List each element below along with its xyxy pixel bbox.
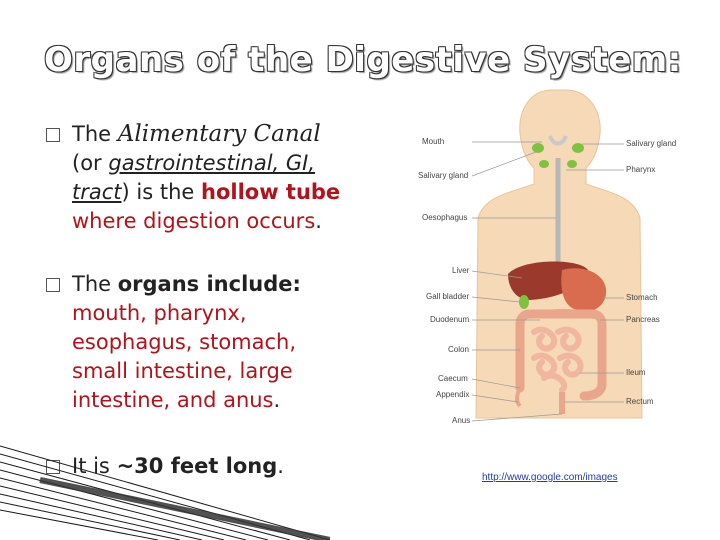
text-end: . (315, 209, 322, 233)
organ-line: esophagus, stomach, (72, 330, 297, 354)
text-prefix: The (72, 272, 118, 296)
label-mouth: Mouth (422, 137, 445, 146)
digestive-system-figure: Mouth Salivary gland Oesophagus Liver Ga… (412, 88, 712, 448)
bullet-line-last: intestine, and anus. (72, 386, 301, 415)
label-salivary-gland-right: Salivary gland (626, 139, 677, 148)
organ-line: intestine, and anus (72, 388, 274, 412)
organ-line: mouth, pharynx, (72, 301, 247, 325)
bullet-text: The organs include: mouth, pharynx, esop… (72, 270, 301, 415)
label-duodenum: Duodenum (430, 315, 470, 324)
bullet-line-1: The Alimentary Canal (72, 120, 340, 149)
label-pharynx: Pharynx (626, 165, 656, 174)
emphasis-length: ~30 feet long (116, 454, 278, 478)
decorative-lines (0, 445, 330, 540)
bullet-text: It is ~30 feet long. (72, 452, 284, 481)
label-caecum: Caecum (438, 374, 468, 383)
text-prefix: (or (72, 151, 109, 175)
bullet-line-1: The organs include: (72, 270, 301, 299)
organ-line: small intestine, large (72, 359, 293, 383)
label-gall-bladder: Gall bladder (426, 292, 470, 301)
label-stomach: Stomach (626, 293, 658, 302)
label-anus: Anus (452, 416, 471, 425)
term-gi: gastrointestinal, GI, (108, 151, 316, 175)
label-rectum: Rectum (626, 397, 654, 406)
bullet-square-icon (46, 128, 60, 142)
bullet-line-1: It is ~30 feet long. (72, 452, 284, 481)
label-salivary-gland-left: Salivary gland (418, 171, 469, 180)
text-end: . (273, 388, 281, 412)
emphasis-organs-include: organs include: (117, 272, 301, 296)
label-appendix: Appendix (436, 390, 470, 399)
label-ileum: Ileum (626, 368, 646, 377)
label-oesophagus: Oesophagus (422, 213, 468, 222)
text-prefix: It is (72, 454, 117, 478)
emphasis-digestion: where digestion occurs (72, 209, 316, 233)
text-prefix: The (72, 122, 118, 146)
slide-title: Organs of the Digestive System: (44, 40, 682, 80)
label-colon: Colon (448, 345, 469, 354)
bullet-text: The Alimentary Canal (or gastrointestina… (72, 120, 340, 236)
bullet-line-3: tract) is the hollow tube (72, 178, 340, 207)
label-pancreas: Pancreas (626, 315, 660, 324)
emphasis-hollow-tube: hollow tube (201, 180, 341, 204)
text-mid: ) is the (121, 180, 201, 204)
term-tract: tract (72, 180, 122, 204)
bullet-square-icon (46, 278, 60, 292)
source-link[interactable]: http://www.google.com/images (482, 472, 618, 483)
bullet-line-2: (or gastrointestinal, GI, (72, 149, 340, 178)
bullet-line-4: where digestion occurs. (72, 207, 340, 236)
term-alimentary-canal: Alimentary Canal (117, 121, 321, 147)
text-end: . (277, 454, 284, 478)
anatomy-illustration (471, 89, 643, 422)
label-liver: Liver (452, 266, 470, 275)
